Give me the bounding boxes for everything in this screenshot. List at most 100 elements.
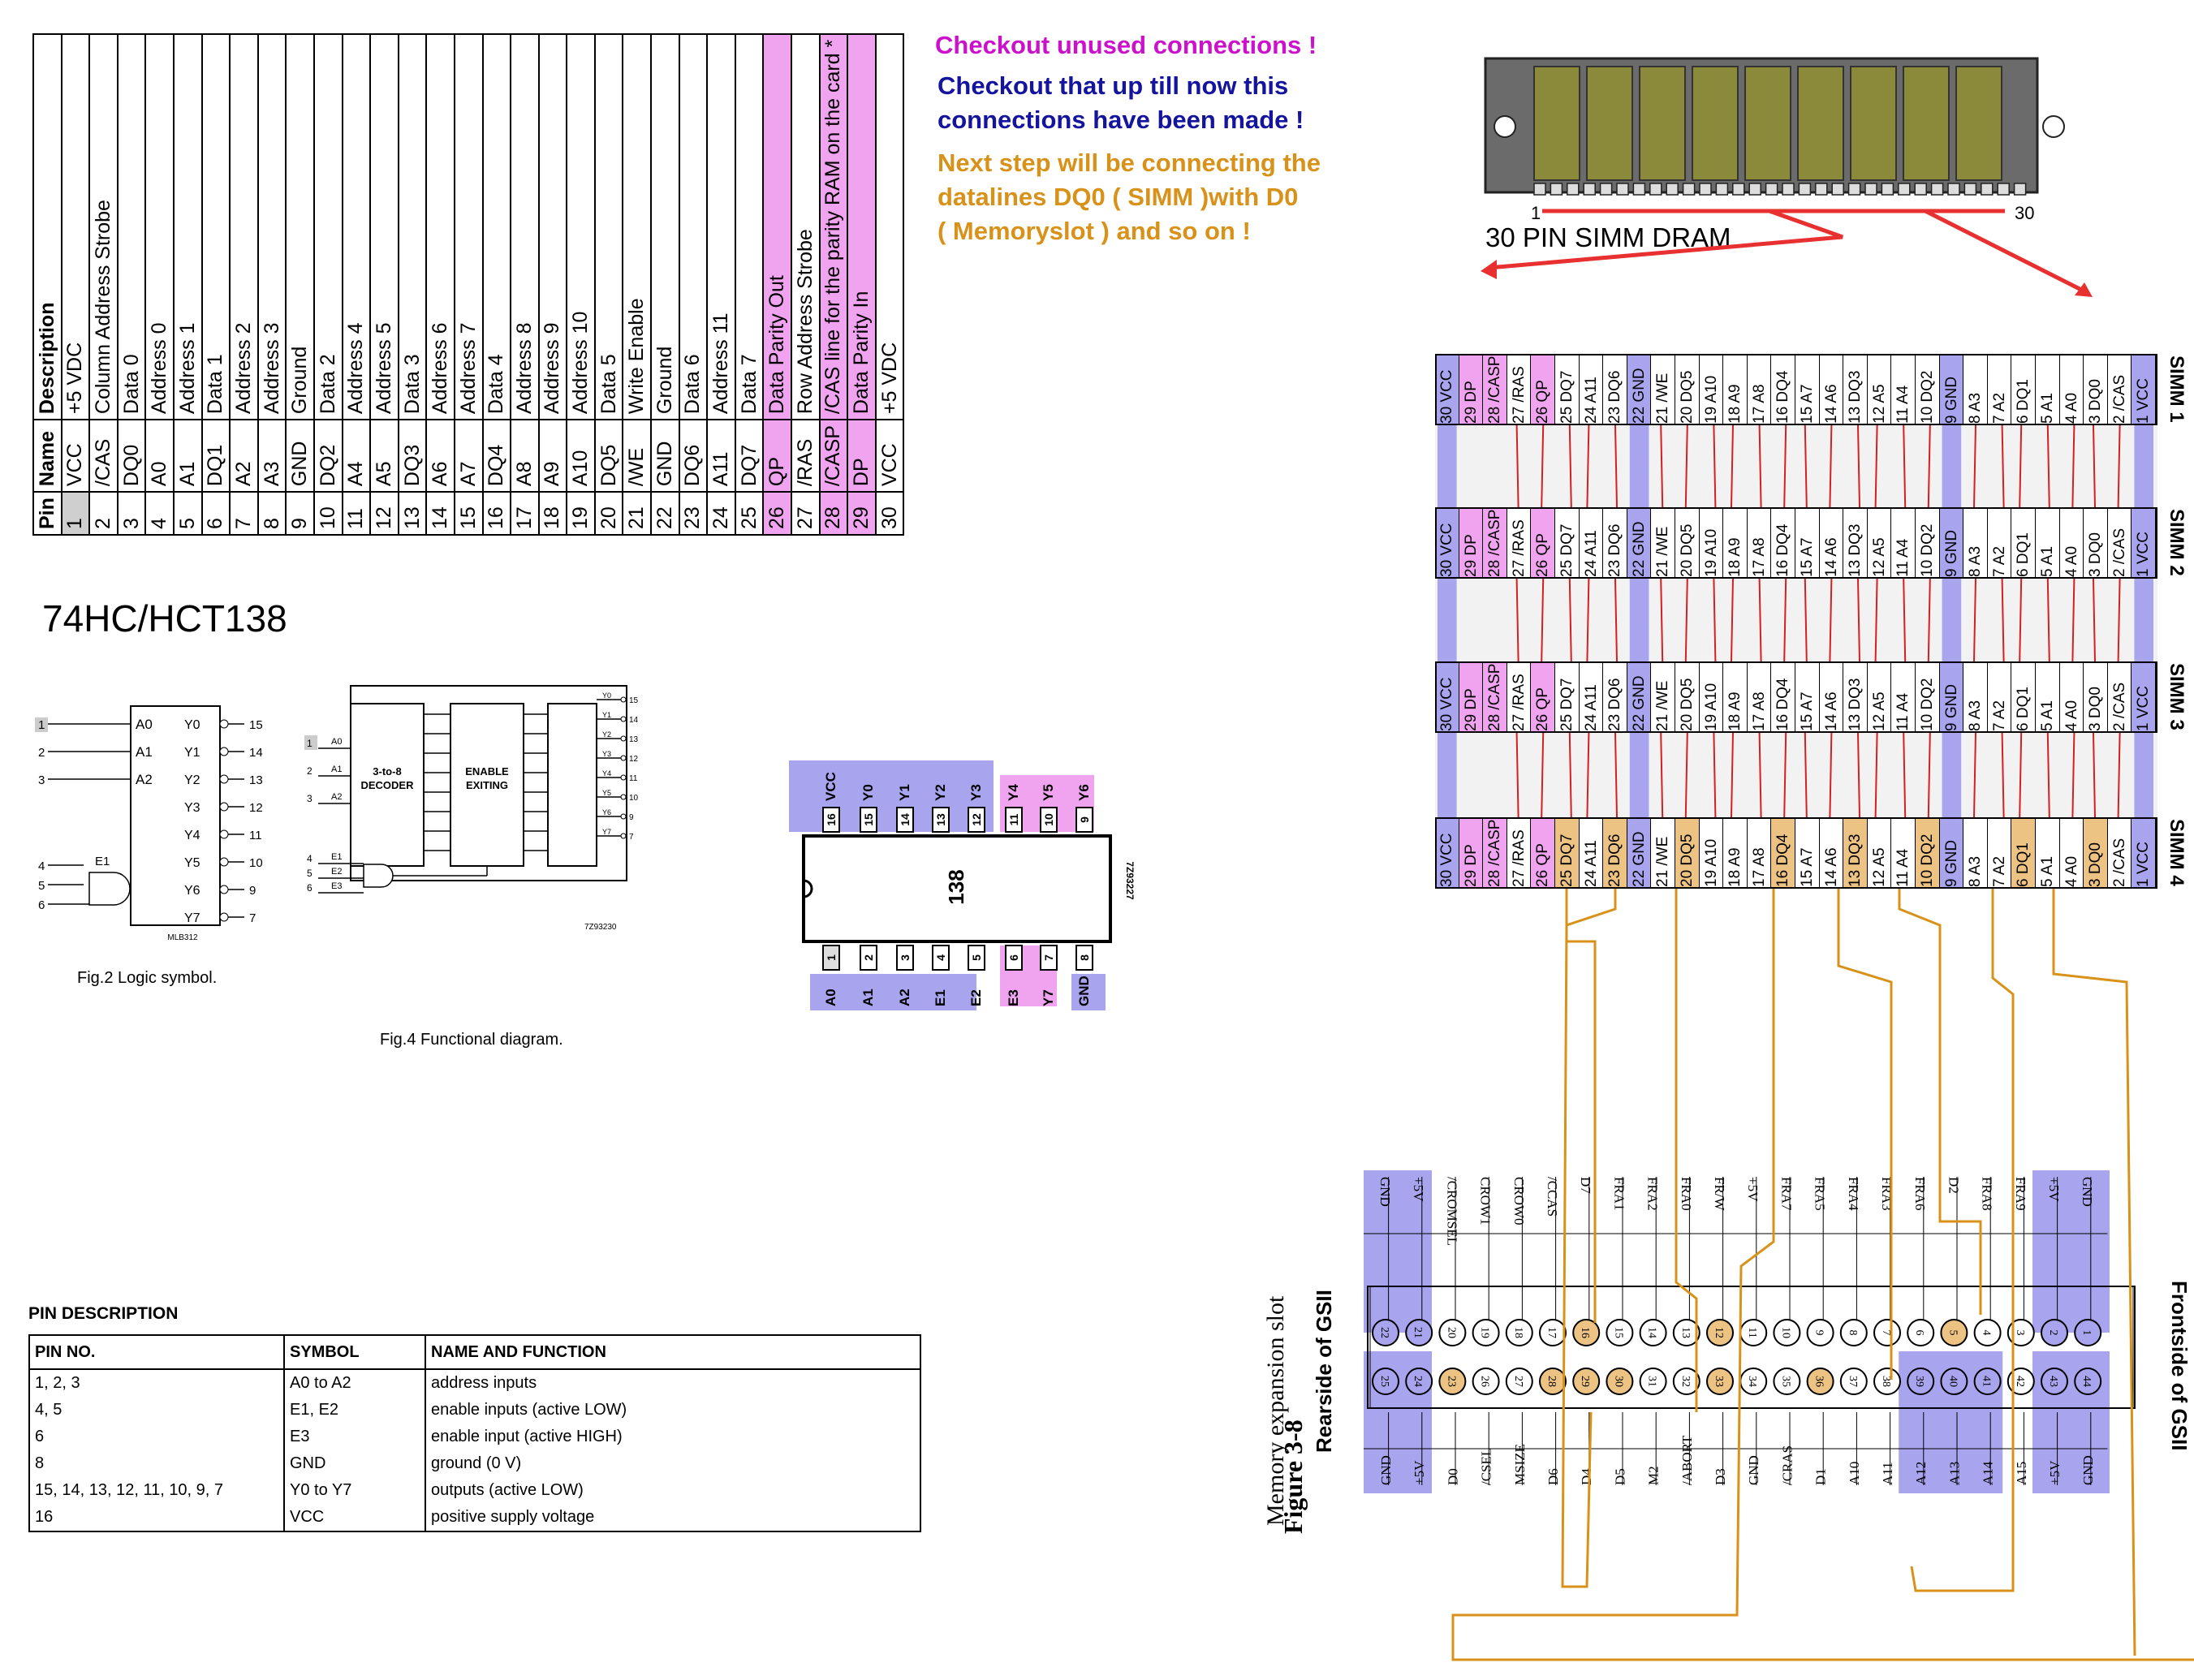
dip-bottom-pin-label: E1 [933, 989, 948, 1006]
func-code: 7Z93230 [584, 923, 617, 932]
slot-pin-top-num: 16 [1579, 1327, 1591, 1338]
func-output-bubble [620, 696, 627, 703]
dip-top-bg [789, 760, 994, 832]
strip-connection-line [1804, 578, 1808, 662]
strip-connection-line [1874, 732, 1878, 818]
pinout-cell-pin: 4 [145, 492, 174, 535]
func-input-label: A2 [331, 792, 342, 802]
simm-contact [1782, 183, 1795, 196]
pinout-cell-desc: Ground [651, 33, 679, 420]
simm-strip-cell: 26 QP [1531, 507, 1555, 579]
simm-strip-cell: 1 VCC [2131, 661, 2156, 733]
strip-connection-line [2001, 732, 2005, 818]
strip-connection-line [1684, 424, 1688, 508]
pd-cell: GND [283, 1450, 426, 1477]
func-output-pin: 14 [629, 716, 639, 725]
slot-bottom-label: D6 [1545, 1468, 1561, 1485]
slot-bottom-label: GND [2080, 1455, 2096, 1485]
func-enable-label: E2 [331, 867, 342, 877]
simm-strip-cell: 17 A8 [1747, 817, 1772, 889]
simm-strip-cell: 4 A0 [2059, 661, 2084, 733]
pinout-cell-pin: 28 [819, 492, 848, 535]
pinout-cell-desc: Row Address Strobe [791, 33, 820, 420]
functional-diagram: 3-to-8 DECODER ENABLE EXITING 7Z93230 Y0… [304, 685, 639, 932]
func-output-pin: 13 [629, 735, 639, 744]
simm-label: 30 PIN SIMM DRAM [1485, 222, 1731, 252]
simm-strip-cell: 9 GND [1939, 661, 1964, 733]
dip-bottom-pin [896, 945, 914, 971]
pinout-cell-pin: 27 [791, 492, 820, 535]
simm-strip-cell: 23 DQ6 [1603, 507, 1627, 579]
simm-strip-cell: 15 A7 [1795, 817, 1820, 889]
logic-pin-highlight [35, 717, 48, 732]
pinout-cell-pin: 10 [313, 492, 343, 535]
pinout-cell-name: A10 [567, 420, 595, 493]
simm-strip-cell: 9 GND [1939, 817, 1964, 889]
strip-connection-line [1586, 732, 1590, 818]
simm-strip-cell: 2 /CAS [2107, 661, 2132, 733]
pinout-cell-desc: Address 9 [538, 33, 567, 420]
strip-connection-line [1973, 424, 1976, 508]
pd-cell: address inputs [425, 1369, 921, 1397]
slot-pin-bottom [1372, 1368, 1399, 1395]
simm-strip-cell: 16 DQ4 [1771, 507, 1795, 579]
slot-pin-top-num: 8 [1847, 1330, 1859, 1336]
func-output-pin: 12 [629, 755, 639, 764]
simm-strip-cell: 13 DQ3 [1843, 354, 1868, 425]
logic-output-pin: 12 [249, 801, 263, 815]
simm-contact [1981, 183, 1994, 196]
logic-output-pin: 14 [249, 746, 263, 760]
strip-connection-line [1515, 732, 1519, 818]
dip-top-pin [932, 807, 950, 833]
pd-cell: 4, 5 [28, 1397, 285, 1424]
slot-top-label: FRA9 [2013, 1177, 2028, 1211]
logic-output-bubble [219, 857, 229, 867]
pinout-cell-name: DQ1 [201, 420, 231, 493]
slot-bottom-label: /CSEL [1479, 1448, 1494, 1485]
simm-strip-cell: 12 A5 [1867, 507, 1892, 579]
simm-hole-left [1494, 115, 1516, 138]
logic-input-pin: 1 [38, 718, 45, 732]
pinout-cell-desc: Address 0 [145, 33, 174, 420]
simm-strip-cell: 18 A9 [1723, 817, 1748, 889]
func-output-bubble [620, 755, 627, 761]
func-output-label: Y4 [602, 769, 611, 778]
logic-output-label: Y1 [184, 746, 200, 760]
strip-connection-line [1857, 424, 1860, 508]
simm-strip-cell: 7 A2 [1987, 507, 2012, 579]
func-input-label: A0 [331, 737, 342, 747]
simm-module-graphic: 1 30 30 PIN SIMM DRAM [1481, 57, 2093, 297]
pinout-cell-desc: Address 6 [426, 33, 455, 420]
strip-connection-line [2117, 732, 2121, 818]
slot-pin-top-num: 15 [1612, 1327, 1624, 1338]
red-arrowhead-right [2075, 282, 2093, 297]
dip-bottom-pin [860, 945, 877, 971]
simm-strip-cell: 25 DQ7 [1555, 354, 1580, 425]
func-output-label: Y6 [602, 808, 611, 816]
simm-strip-cell: 20 DQ5 [1675, 507, 1700, 579]
strip-connection-line [1684, 578, 1688, 662]
simm-strip-cell: 8 A3 [1963, 661, 1988, 733]
logic-enable-pin: 5 [38, 879, 45, 893]
func-decoder-label-1: 3-to-8 [373, 765, 401, 778]
slot-pin-bottom-num: 42 [2014, 1376, 2026, 1387]
dip-bottom-pin-label: A1 [860, 989, 876, 1006]
logic-and-gate [88, 872, 131, 906]
dip-body [802, 834, 1112, 943]
pinout-cell-pin: 8 [257, 492, 287, 535]
strip-connection-line [1515, 424, 1519, 508]
simm-strip-cell: 29 DP [1459, 354, 1484, 425]
simm-strip-cell: 11 A4 [1891, 661, 1916, 733]
dip-bottom-pin-label: GND [1076, 976, 1092, 1006]
simm-strip-cell: 30 VCC [1435, 661, 1459, 733]
simm-chip [1639, 66, 1686, 181]
pinout-cell-desc: Address 10 [567, 33, 595, 420]
logic-enable-pin: 6 [38, 898, 45, 912]
